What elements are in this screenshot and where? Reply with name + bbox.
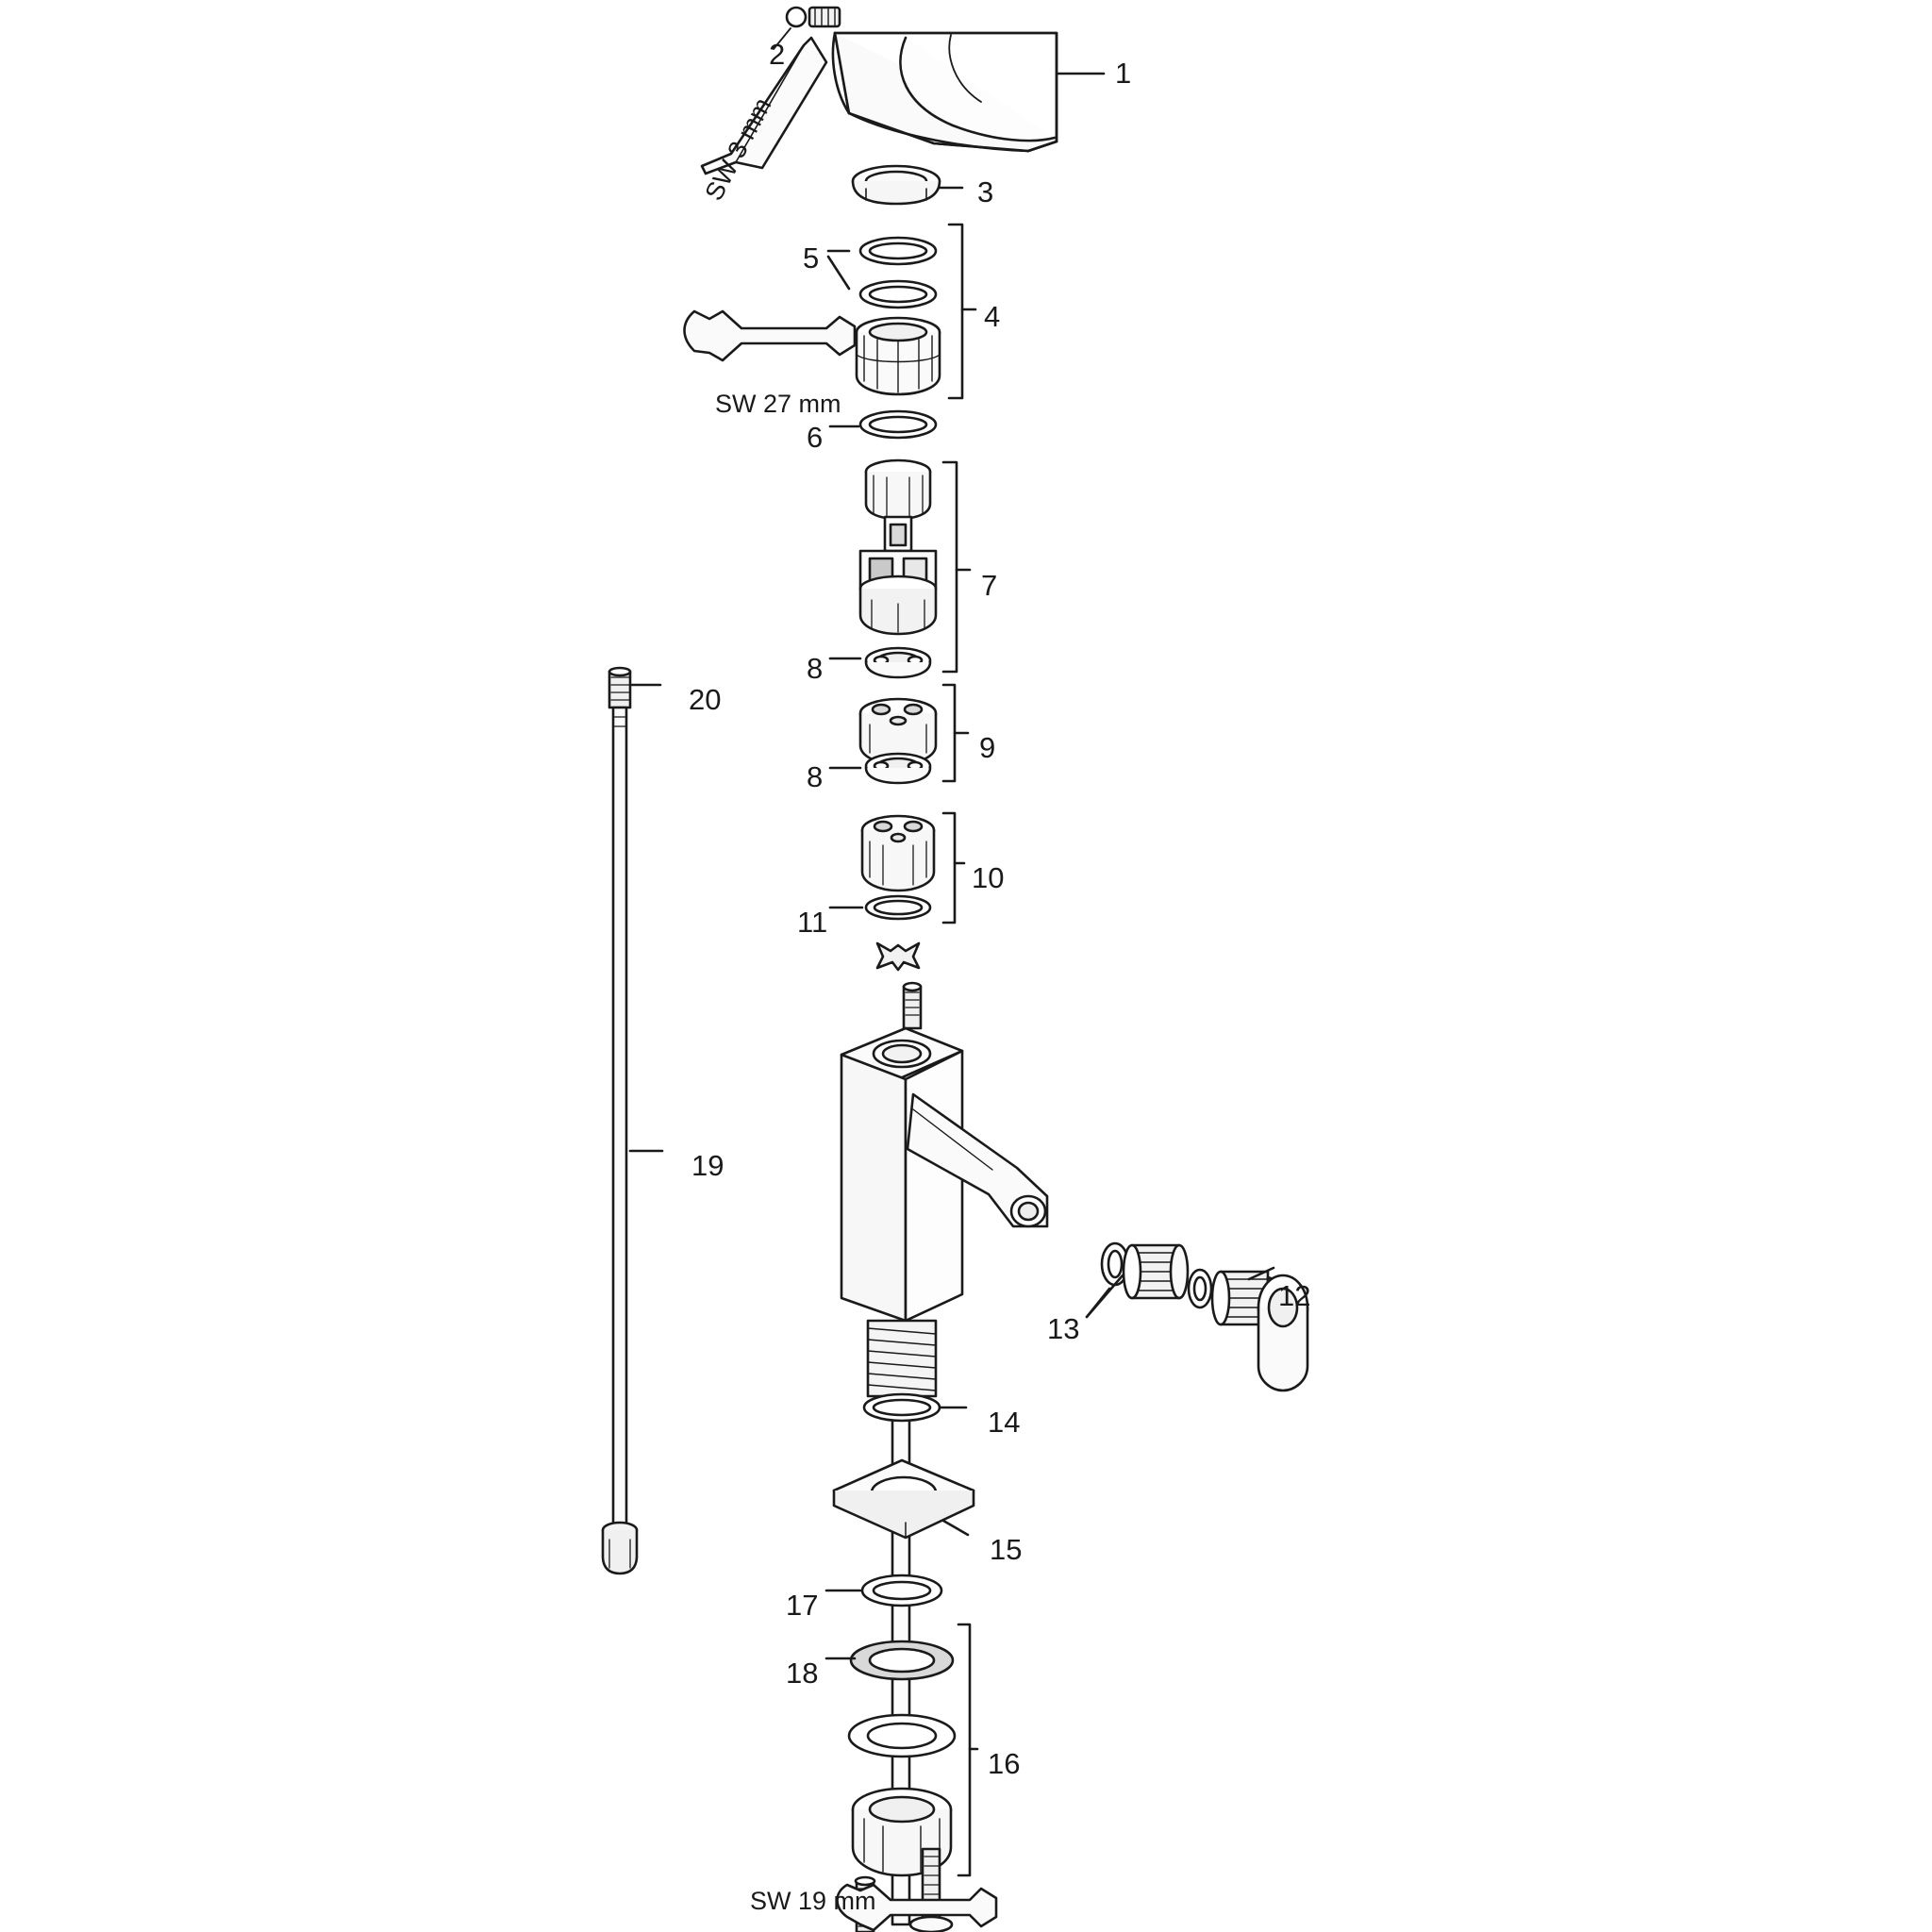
callout-4: 4 — [984, 300, 1001, 333]
callout-12: 12 — [1278, 1279, 1311, 1312]
callout-7: 7 — [981, 569, 998, 602]
part-seal-8b — [864, 752, 932, 785]
part-13-12 — [1100, 1241, 1309, 1392]
callout-8-lower: 8 — [807, 760, 824, 793]
callout-3: 3 — [977, 175, 994, 208]
part-clip — [875, 941, 921, 972]
tool-label-sw27: SW 27 mm — [715, 390, 841, 418]
wrench-19 — [836, 1883, 998, 1932]
tool-label-sw19: SW 19 mm — [750, 1887, 876, 1915]
part-housing-nut — [855, 316, 941, 396]
callout-20: 20 — [689, 683, 722, 716]
part-oring-17 — [860, 1574, 943, 1607]
part-oring-6 — [858, 409, 938, 440]
callout-6: 6 — [807, 421, 824, 454]
part-main-body — [840, 981, 1049, 1926]
callout-11: 11 — [797, 906, 828, 939]
callout-1: 1 — [1115, 57, 1132, 90]
part-square-washer — [832, 1458, 975, 1540]
part-orings-5 — [858, 236, 938, 309]
part-oring-14 — [862, 1392, 941, 1423]
callout-16: 16 — [988, 1747, 1021, 1780]
part-seal-8a — [864, 646, 932, 679]
callout-14: 14 — [988, 1406, 1021, 1439]
callout-13: 13 — [1047, 1312, 1080, 1345]
wrench-27 — [683, 309, 857, 362]
part-base-insert — [860, 814, 936, 892]
callout-2: 2 — [769, 38, 786, 71]
callout-19: 19 — [691, 1149, 724, 1182]
callout-5: 5 — [803, 242, 820, 275]
allen-key — [700, 36, 828, 175]
callout-18: 18 — [786, 1657, 819, 1690]
part-gasket-18 — [849, 1640, 955, 1681]
callout-10: 10 — [972, 861, 1005, 894]
part-cartridge — [858, 458, 938, 636]
part-grub-screw — [785, 6, 841, 28]
part-oring-11 — [864, 894, 932, 921]
part-distributor — [858, 697, 938, 766]
part-16-washer-nut — [847, 1713, 957, 1877]
callout-17: 17 — [786, 1589, 819, 1622]
callout-8-upper: 8 — [807, 652, 824, 685]
callout-15: 15 — [990, 1533, 1023, 1566]
part-flex-hose — [601, 666, 639, 1575]
part-spout — [831, 31, 1058, 153]
callout-9: 9 — [979, 731, 996, 764]
part-cap-ring — [851, 164, 941, 206]
